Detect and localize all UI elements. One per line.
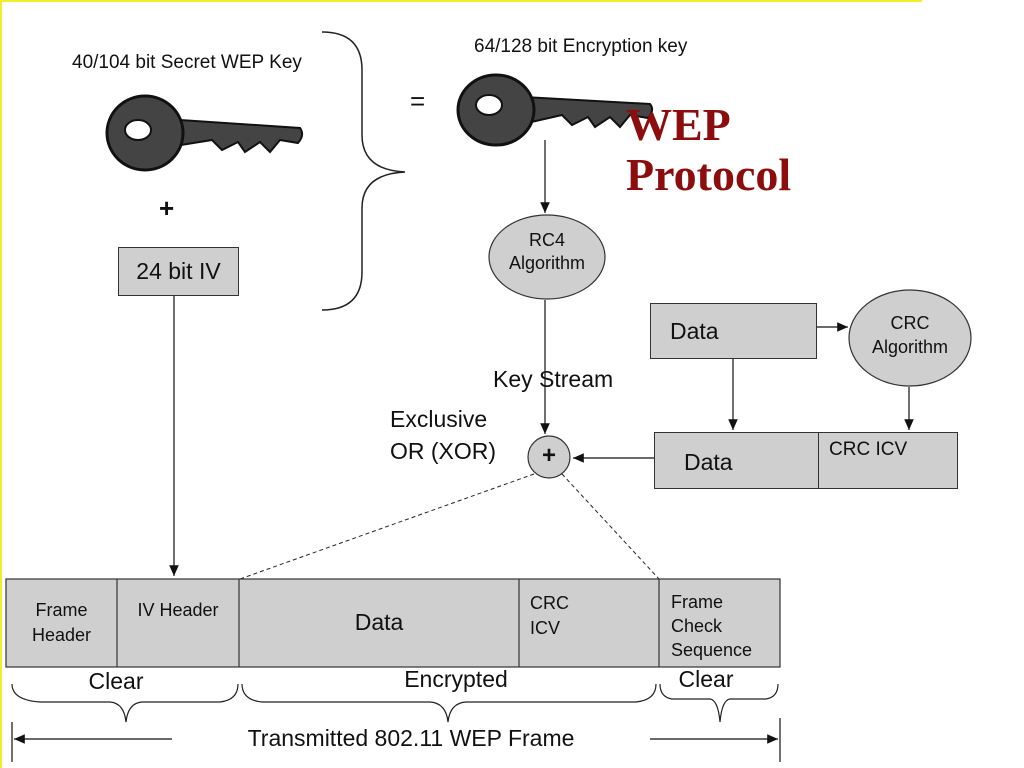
frame-header-line-1: Frame [35,600,88,620]
key-icon [105,94,304,172]
xor-label-line-2: OR (XOR) [390,438,497,464]
top-accent-line [0,0,922,2]
iv-header-label: IV Header [137,600,219,620]
page-title: WEP Protocol [626,100,791,200]
dashed-line-right [561,473,660,580]
plus-sign: + [159,193,175,223]
key-stream-label: Key Stream [493,366,614,392]
data-icv-divider [818,432,819,489]
secret-key-label: 40/104 bit Secret WEP Key [72,52,302,73]
xor-circle [527,435,571,479]
key-icon [456,73,654,147]
fcs-line-3: Sequence [671,640,753,660]
clear-right-label: Clear [678,666,734,692]
fcs-line-1: Frame [671,592,724,612]
crc-label-line-1: CRC [890,313,930,333]
dashed-line-left [239,473,535,580]
frame-data-label: Data [354,609,404,635]
title-line-2: Protocol [626,149,792,200]
encryption-key-label: 64/128 bit Encryption key [474,36,688,57]
frame-bar [5,578,781,668]
frame-header-line-2: Header [31,625,92,645]
encrypted-label: Encrypted [404,666,508,692]
iv-box-label: 24 bit IV [136,258,221,284]
clear-left-label: Clear [88,668,144,694]
data-icv-box [654,432,958,489]
encrypted-brace [241,683,657,723]
clear-left-brace [11,683,239,723]
key-brace [321,31,406,311]
rc4-ellipse [488,214,606,300]
title-line-1: WEP [626,99,731,150]
data-top-label: Data [670,318,719,344]
xor-symbol: + [541,442,556,469]
rc4-label-line-2: Algorithm [508,253,586,273]
iv-box [118,247,239,296]
crc-label-line-2: Algorithm [871,337,949,357]
transmitted-frame-label: Transmitted 802.11 WEP Frame [247,725,575,751]
clear-right-brace [659,683,779,723]
rc4-label-line-1: RC4 [528,230,565,250]
equals-sign: = [410,86,426,116]
data-box-top [650,303,817,359]
crc-icv-label: CRC ICV [829,439,908,460]
fcs-line-2: Check [671,616,723,636]
frame-crc-line-1: CRC [530,593,569,613]
left-accent-line [0,0,2,768]
data-mid-label: Data [684,449,733,475]
crc-ellipse [848,289,972,387]
xor-label-line-1: Exclusive [390,406,488,432]
frame-crc-line-2: ICV [530,618,561,638]
